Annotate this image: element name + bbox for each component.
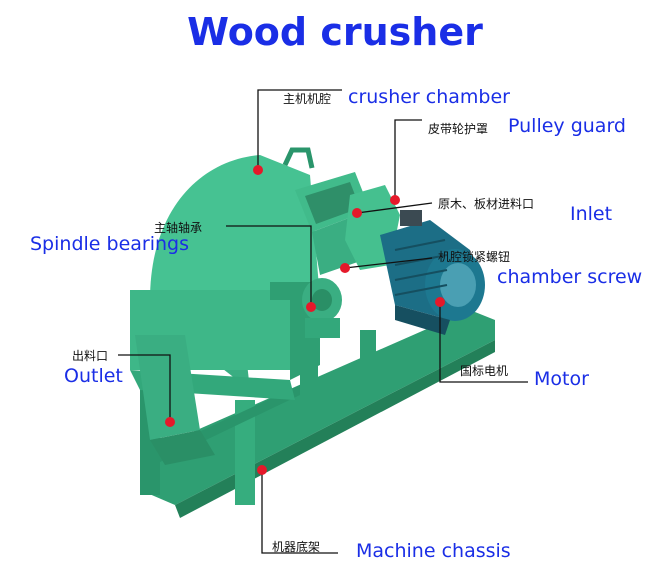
label-pulley-guard-en: Pulley guard bbox=[508, 115, 626, 137]
marker-dot-crusher-chamber bbox=[253, 165, 263, 175]
leader-lines bbox=[118, 89, 528, 554]
diagram-title: Wood crusher bbox=[187, 10, 483, 54]
marker-dot-inlet bbox=[352, 208, 362, 218]
marker-dots bbox=[165, 165, 445, 475]
marker-dot-motor bbox=[435, 297, 445, 307]
label-spindle-bearings-en: Spindle bearings bbox=[30, 233, 189, 255]
label-chamber-screw-cn: 机腔锁紧螺钮 bbox=[438, 250, 511, 264]
marker-dot-outlet bbox=[165, 417, 175, 427]
label-outlet-cn: 出料口 bbox=[72, 349, 109, 363]
label-chamber-screw-en: chamber screw bbox=[497, 266, 643, 288]
label-crusher-chamber-cn: 主机机腔 bbox=[283, 92, 332, 106]
label-motor-cn: 国标电机 bbox=[460, 364, 509, 378]
marker-dot-spindle-bearings bbox=[306, 302, 316, 312]
label-machine-chassis-en: Machine chassis bbox=[356, 540, 511, 562]
outlet-chute bbox=[135, 335, 215, 465]
marker-dot-machine-chassis bbox=[257, 465, 267, 475]
label-inlet-cn: 原木、板材进料口 bbox=[438, 197, 535, 211]
label-machine-chassis-cn: 机器底架 bbox=[272, 540, 321, 554]
marker-dot-chamber-screw bbox=[340, 263, 350, 273]
marker-dot-pulley-guard bbox=[390, 195, 400, 205]
label-crusher-chamber-en: crusher chamber bbox=[348, 86, 510, 108]
label-spindle-bearings-cn: 主轴轴承 bbox=[154, 221, 203, 235]
label-pulley-guard-cn: 皮带轮护罩 bbox=[428, 122, 489, 136]
label-outlet-en: Outlet bbox=[64, 365, 123, 387]
lifting-handle bbox=[282, 147, 315, 169]
label-motor-en: Motor bbox=[534, 368, 589, 390]
label-inlet-en: Inlet bbox=[570, 203, 613, 225]
